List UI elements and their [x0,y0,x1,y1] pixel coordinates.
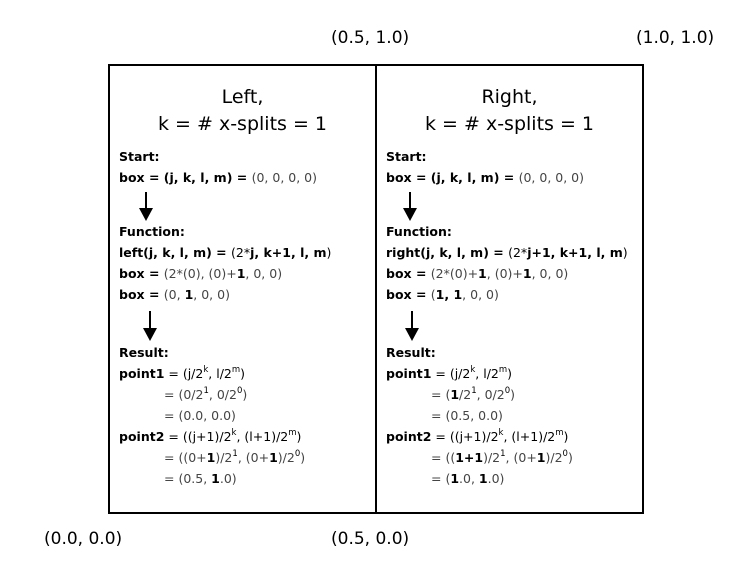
left-panel: Left, k = # x-splits = 1 Start: box = (j… [110,66,375,512]
left-point2-value: = (0.5, 1.0) [164,471,237,486]
x-split-line [375,66,377,512]
left-point2-substituted: = ((0+1)/21, (0+1)/20) [164,448,306,465]
left-result-label: Result: [119,345,169,360]
right-point2-substituted: = ((1+1)/21, (0+1)/20) [431,448,573,465]
right-function-box2: box = (1, 1, 0, 0) [386,287,499,302]
left-title-line2: k = # x-splits = 1 [157,113,327,135]
unit-square: Left, k = # x-splits = 1 Start: box = (j… [108,64,644,514]
left-title-line1: Left, [221,86,264,108]
left-title: Left, k = # x-splits = 1 [110,84,375,138]
left-arrow-down-icon-2 [143,311,157,341]
left-point2-formula: point2 = ((j+1)/2k, (l+1)/2m) [119,427,302,444]
left-function-box1: box = (2*(0), (0)+1, 0, 0) [119,266,283,281]
right-arrow-down-icon [403,192,417,221]
right-function-label: Function: [386,224,452,239]
left-arrow-down-icon [139,192,153,221]
right-result-label: Result: [386,345,436,360]
right-start-box: box = (j, k, l, m) = (0, 0, 0, 0) [386,170,584,185]
right-point1-substituted: = (1/21, 0/20) [431,385,516,402]
left-point1-formula: point1 = (j/2k, l/2m) [119,364,246,381]
corner-label-top-mid: (0.5, 1.0) [331,28,410,48]
left-point1-substituted: = (0/21, 0/20) [164,385,248,402]
left-point1-value: = (0.0, 0.0) [164,408,236,423]
right-title-line2: k = # x-splits = 1 [424,113,594,135]
right-title: Right, k = # x-splits = 1 [377,84,642,138]
right-title-line1: Right, [481,86,538,108]
left-function-label: Function: [119,224,185,239]
left-function-box2: box = (0, 1, 0, 0) [119,287,230,302]
right-panel: Right, k = # x-splits = 1 Start: box = (… [377,66,642,512]
left-start-box: box = (j, k, l, m) = (0, 0, 0, 0) [119,170,317,185]
right-point2-formula: point2 = ((j+1)/2k, (l+1)/2m) [386,427,569,444]
corner-label-top-right: (1.0, 1.0) [636,28,715,48]
right-function-box1: box = (2*(0)+1, (0)+1, 0, 0) [386,266,569,281]
right-arrow-down-icon-2 [405,311,419,341]
right-point2-value: = (1.0, 1.0) [431,471,505,486]
right-start-label: Start: [386,149,427,164]
right-function-def: right(j, k, l, m) = (2*j+1, k+1, l, m) [386,245,628,260]
right-point1-formula: point1 = (j/2k, l/2m) [386,364,513,381]
left-function-def: left(j, k, l, m) = (2*j, k+1, l, m) [119,245,332,260]
right-point1-value: = (0.5, 0.0) [431,408,503,423]
corner-label-bottom-mid: (0.5, 0.0) [331,529,410,549]
left-start-label: Start: [119,149,160,164]
corner-label-bottom-left: (0.0, 0.0) [44,529,123,549]
